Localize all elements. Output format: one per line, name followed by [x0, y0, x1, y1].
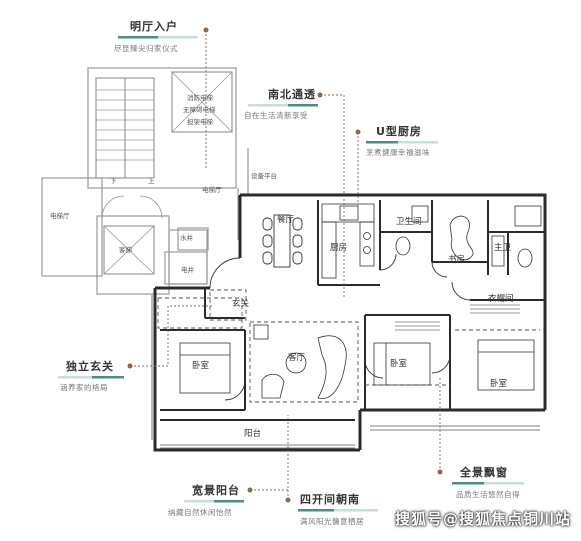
room-label-elevator-hall-right: 电梯厅 [202, 185, 222, 194]
unit-walls [153, 193, 547, 452]
room-label-elevator: 客梯 [119, 245, 133, 254]
room-label-bedroom-right: 卧室 [490, 378, 508, 389]
callout-u-kitchen-bar [366, 141, 398, 144]
room-label-equipment-platform: 设备平台 [251, 171, 277, 180]
study-furniture [449, 215, 474, 261]
shared-core [41, 67, 278, 295]
callout-four-bays-title: 四开间朝南 [300, 492, 360, 506]
callout-u-kitchen: U型厨房 烹煮健康幸福滋味 [366, 124, 438, 157]
callout-north-south-subtitle: 自在生活清新享受 [244, 110, 308, 120]
callout-foyer-bar [92, 376, 124, 379]
living-furniture [253, 324, 347, 399]
dining-table [262, 214, 303, 268]
callout-north-south: 南北通透 自在生活清新享受 [244, 87, 318, 120]
doors [209, 253, 471, 401]
callout-four-bays-bar [298, 509, 334, 512]
callout-u-kitchen-subtitle: 烹煮健康幸福滋味 [366, 147, 430, 157]
room-label-bedroom-left: 卧室 [192, 360, 210, 371]
callout-north-south-title: 南北通透 [268, 87, 316, 101]
callout-bay-window-bar [452, 482, 484, 485]
callout-bright-hall-subtitle: 尽显臻尖归家仪式 [114, 43, 178, 53]
room-label-balcony: 阳台 [244, 428, 261, 439]
room-label-fire-elevator-3: 担架电梯 [187, 117, 214, 126]
room-label-electric-well: 电井 [181, 265, 195, 274]
callout-north-south-bar [288, 104, 318, 107]
room-labels: 餐厅 厨房 卫生间 书房 主卫 玄关 客厅 衣帽间 卧室 卧室 卧室 阳台 设备… [50, 93, 514, 439]
room-label-kitchen: 厨房 [330, 242, 347, 253]
kitchen-counters [321, 203, 375, 279]
room-label-fire-elevator-1: 消防电梯 [187, 93, 214, 102]
callout-bright-hall-title: 明厅入户 [130, 19, 178, 33]
room-label-stair-down: 下 [110, 177, 117, 185]
watermark: 搜狐号@搜狐焦点铜川站 [395, 510, 572, 528]
callout-bay-window-title: 全景飘窗 [459, 465, 508, 479]
room-label-wardrobe: 衣帽间 [488, 293, 514, 304]
callout-foyer: 独立玄关 涵养家的格局 [58, 359, 124, 392]
room-label-stair-up: 上 [148, 176, 155, 185]
callout-foyer-subtitle: 涵养家的格局 [60, 382, 108, 392]
room-label-bathroom: 卫生间 [396, 216, 422, 227]
callout-bright-hall-bar [118, 36, 158, 39]
windows [151, 295, 540, 449]
callout-wide-balcony-bar [214, 500, 244, 503]
callout-bright-hall: 明厅入户 尽显臻尖归家仪式 [114, 19, 198, 53]
leader-dots [127, 27, 443, 503]
callout-foyer-title: 独立玄关 [65, 359, 114, 373]
callout-wide-balcony-title: 宽景阳台 [191, 483, 240, 497]
callout-wide-balcony-subtitle: 纳藏自然休闲怡然 [168, 507, 232, 517]
beds [179, 304, 535, 394]
room-label-living: 客厅 [288, 352, 306, 363]
room-label-study: 书房 [448, 254, 465, 265]
callout-four-bays-subtitle: 满风阳光慵意栖居 [300, 516, 364, 526]
room-label-bedroom-mid: 卧室 [390, 358, 408, 369]
room-label-master-bath: 主卫 [494, 242, 512, 253]
callout-wide-balcony: 宽景阳台 纳藏自然休闲怡然 [168, 483, 244, 517]
callout-four-bays: 四开间朝南 满风阳光慵意栖居 [298, 492, 378, 526]
room-label-foyer: 玄关 [232, 298, 250, 309]
room-label-elevator-hall-left: 电梯厅 [50, 211, 70, 220]
room-label-water-well: 水井 [180, 233, 194, 242]
callout-bay-window: 全景飘窗 品质生活悠然自得 [452, 465, 524, 499]
room-label-dining: 餐厅 [277, 215, 295, 225]
callout-u-kitchen-title: U型厨房 [376, 124, 422, 138]
room-label-fire-elevator-2: 无障碍电梯 [183, 105, 216, 114]
living-dashed-outline [157, 289, 540, 403]
leader-lines [130, 30, 441, 500]
callout-bay-window-subtitle: 品质生活悠然自得 [456, 489, 520, 499]
bath-fixtures [395, 205, 542, 268]
